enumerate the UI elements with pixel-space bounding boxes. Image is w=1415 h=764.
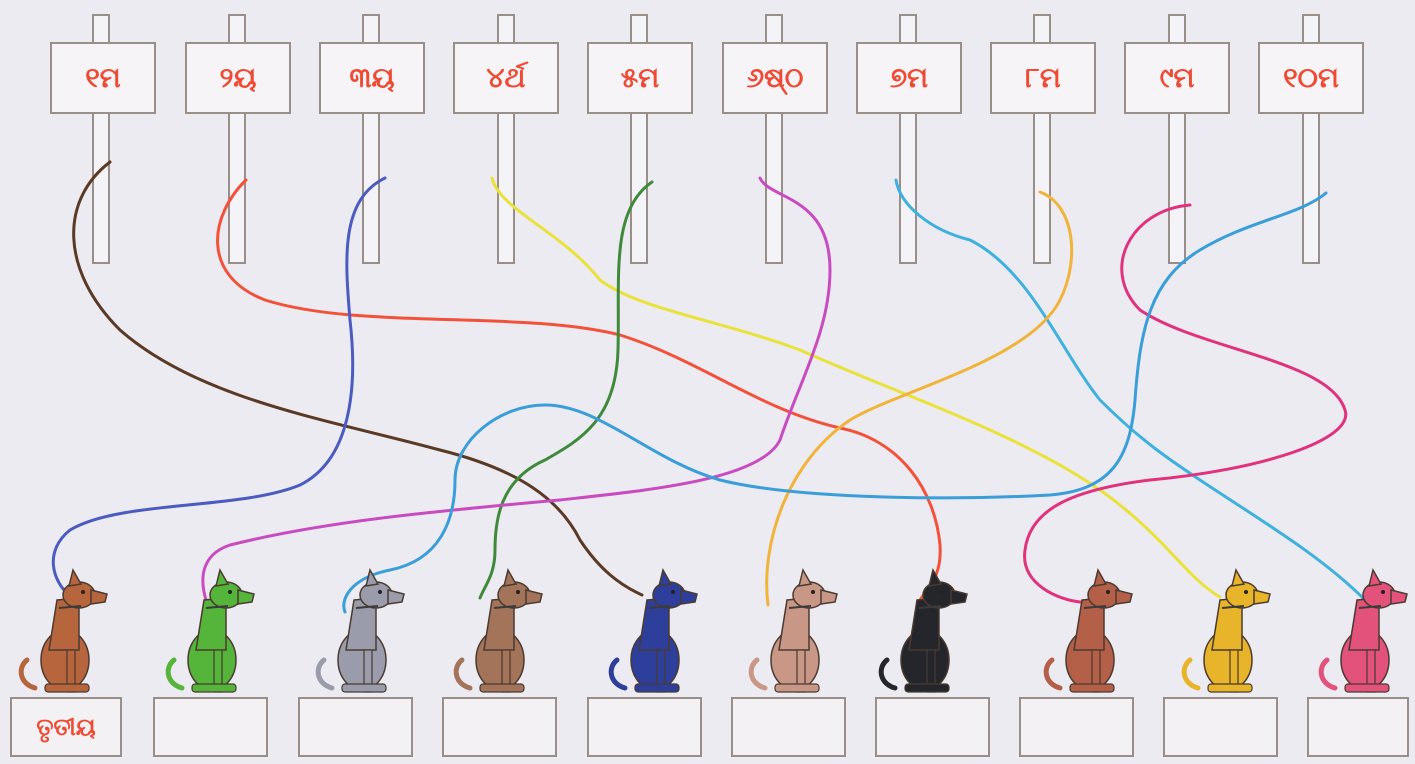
dog-icon <box>1321 570 1407 692</box>
answer-box-6[interactable] <box>731 697 846 757</box>
answer-box-10[interactable] <box>1307 697 1409 757</box>
answer-box-1[interactable]: ତୃତୀୟ <box>10 697 122 757</box>
answer-box-2[interactable] <box>153 697 268 757</box>
answer-box-5[interactable] <box>587 697 702 757</box>
answer-box-4[interactable] <box>442 697 557 757</box>
answer-box-3[interactable] <box>298 697 413 757</box>
dog-icon <box>751 570 837 692</box>
dog-icon <box>21 570 107 692</box>
dog-icon <box>881 570 967 692</box>
dog-icon <box>611 570 697 692</box>
answer-text: ତୃତୀୟ <box>36 713 95 741</box>
dog-icon <box>456 570 542 692</box>
dog-icon <box>1046 570 1132 692</box>
dog-icon <box>168 570 254 692</box>
answer-box-8[interactable] <box>1019 697 1134 757</box>
dog-icon <box>1184 570 1270 692</box>
dog-icon <box>318 570 404 692</box>
answer-box-9[interactable] <box>1163 697 1278 757</box>
answer-box-7[interactable] <box>875 697 990 757</box>
